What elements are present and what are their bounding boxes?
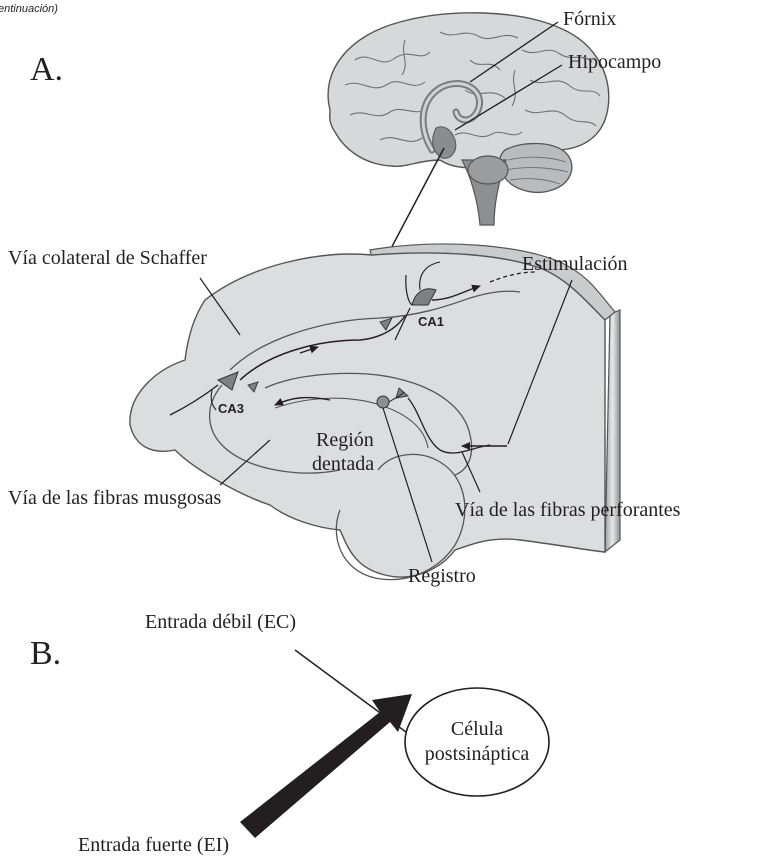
weak-input-label: Entrada débil (EC): [145, 611, 296, 633]
dentate-label-line1: Región: [316, 429, 374, 451]
strong-input-arrow: [240, 694, 412, 838]
perforant-label: Vía de las fibras perforantes: [455, 499, 681, 521]
fornix-label: Fórnix: [563, 8, 616, 30]
hippocampal-slice: [130, 244, 620, 580]
recording-label: Registro: [408, 565, 476, 587]
schaffer-label: Vía colateral de Schaffer: [8, 247, 207, 269]
caption-fragment: entinuación): [0, 3, 58, 15]
panel-b-letter: B.: [30, 635, 61, 672]
cell-label-line2: postsináptica: [425, 743, 530, 765]
dentate-label-line2: dentada: [312, 453, 374, 475]
ca3-label: CA3: [218, 401, 244, 416]
cell-label-line1: Célula: [451, 718, 503, 740]
panel-a-letter: A.: [30, 51, 63, 88]
postsynaptic-cell: [405, 688, 549, 796]
ca1-label: CA1: [418, 314, 444, 329]
strong-input-label: Entrada fuerte (EI): [78, 834, 229, 856]
stimulation-label: Estimulación: [522, 253, 628, 275]
mossy-label: Vía de las fibras musgosas: [8, 487, 222, 509]
hippocampus-label: Hipocampo: [568, 51, 661, 73]
brain-illustration: [328, 13, 609, 225]
